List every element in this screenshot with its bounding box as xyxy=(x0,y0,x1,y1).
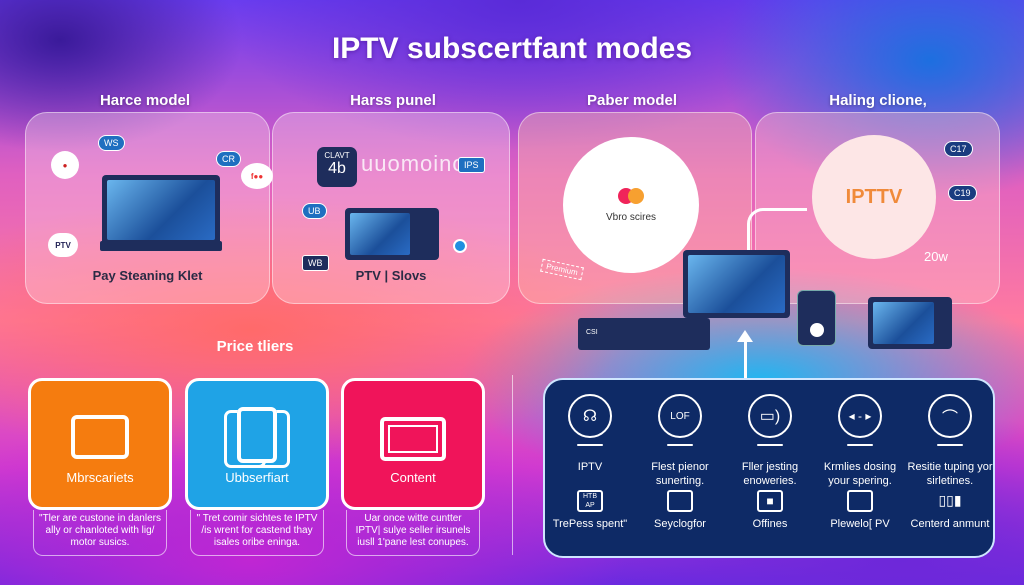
tv-icon xyxy=(683,250,790,318)
panel-heading-3: Paber model xyxy=(586,92,678,109)
badge-number: 4b xyxy=(328,160,346,177)
feature-item: ⌒ Resitie tuping yor sirletines. ▯▯▮ Cen… xyxy=(905,380,995,530)
badge-label: CLAVT xyxy=(324,151,350,160)
feature-title: Fller jesting enoweries. xyxy=(741,461,799,487)
arrows-icon: ◂ - ▸ xyxy=(838,394,882,438)
tag: WB xyxy=(302,255,329,271)
tag: IPS xyxy=(458,157,485,173)
stb-label: CSI xyxy=(586,329,598,336)
document-icon: HTB AP xyxy=(577,490,603,512)
tablet-icon xyxy=(71,415,129,459)
model-panel-1: WS CR ● f●● PTV Pay Steaning Klet xyxy=(25,112,273,304)
tier-card-3[interactable]: Content xyxy=(341,378,485,510)
tag: WS xyxy=(98,135,125,151)
feature-label: Seyclogfor xyxy=(654,518,706,530)
price-tiers-heading: Price tliers xyxy=(216,338,294,355)
circle-text: IPTTV xyxy=(845,185,903,208)
feature-label: Centerd anmunt xyxy=(910,518,990,530)
screen-icon xyxy=(847,490,873,512)
broadcast-icon: ▭) xyxy=(748,394,792,438)
tier-label: Ubbserfiart xyxy=(225,470,289,485)
wordmark: uuomoino xyxy=(361,151,466,176)
tier-description: Uar once witte cuntter IPTV| sulye selle… xyxy=(346,510,480,556)
dashed-label: Premium xyxy=(540,258,584,281)
logo-bubble-icon: ● xyxy=(51,151,79,179)
tag: C17 xyxy=(944,141,973,157)
phone-icon xyxy=(797,290,836,346)
headset-icon: ☊ xyxy=(568,394,612,438)
tier-label: Mbrscariets xyxy=(66,470,134,485)
gamepad-icon: ⌒ xyxy=(928,394,972,438)
feature-label: Plewelo[ PV xyxy=(830,518,890,530)
logo-bubble-icon: f●● xyxy=(241,163,273,189)
tier-description: "Tler are custone in danlers ally or cha… xyxy=(33,510,167,556)
tag: CR xyxy=(216,151,241,167)
brand-dots-icon xyxy=(618,187,644,204)
features-panel: ☊ IPTV HTB AP TrePess spent" LOF Flest p… xyxy=(543,378,995,558)
circle-card: IPTTV xyxy=(812,135,936,259)
feature-title: IPTV xyxy=(577,461,603,473)
divider xyxy=(512,375,513,555)
feature-title: Resitie tuping yor sirletines. xyxy=(907,461,993,487)
page-title: IPTV subscertfant modes xyxy=(331,32,693,65)
monitor-icon xyxy=(380,417,446,461)
panel-heading-4: Haling clione, xyxy=(829,92,927,109)
panel-caption: Pay Steaning Klet xyxy=(92,268,203,283)
circle-text: Vbro scires xyxy=(605,211,656,223)
feature-title: Flest pienor sunerting. xyxy=(651,461,709,487)
connector-line xyxy=(747,208,807,253)
feature-title: Krmlies dosing your spering. xyxy=(823,461,897,487)
refresh-icon xyxy=(453,239,467,253)
feature-item: ☊ IPTV HTB AP TrePess spent" xyxy=(545,380,635,530)
panel-heading-1: Harce model xyxy=(99,92,191,109)
feature-item: LOF Flest pienor sunerting. Seyclogfor xyxy=(635,380,725,530)
tier-description: " Tret comir sichtes te IPTV /is wrent f… xyxy=(190,510,324,556)
refresh-icon: LOF xyxy=(658,394,702,438)
bar-chart-icon: ▯▯▮ xyxy=(938,492,962,508)
tag: UB xyxy=(302,203,327,219)
devices-icon xyxy=(237,407,277,463)
soundbar-icon xyxy=(100,241,222,251)
feature-label: Offines xyxy=(752,518,788,530)
tv-icon xyxy=(868,297,952,349)
set-top-box-icon: CSI xyxy=(578,318,710,350)
feature-item: ▭) Fller jesting enoweries. ■ Offines xyxy=(725,380,815,530)
tv-icon xyxy=(102,175,220,245)
briefcase-icon xyxy=(667,490,693,512)
feature-label: TrePess spent" xyxy=(552,518,628,530)
arrow-head xyxy=(737,330,753,342)
circle-card: Vbro scires xyxy=(563,137,699,273)
logo-bubble: PTV xyxy=(48,233,78,257)
arrow-up-icon xyxy=(744,340,747,378)
tier-card-2[interactable]: Ubbserfiart xyxy=(185,378,329,510)
tier-card-1[interactable]: Mbrscariets xyxy=(28,378,172,510)
model-panel-2: CLAVT 4b uuomoino IPS UB WB PTV | Slovs xyxy=(272,112,510,304)
tag: C19 xyxy=(948,185,977,201)
tv-icon xyxy=(345,208,439,260)
camera-icon: ■ xyxy=(757,490,783,512)
panel-heading-2: Harss punel xyxy=(350,92,436,109)
note-text: 20w xyxy=(924,249,948,264)
feature-item: ◂ - ▸ Krmlies dosing your spering. Plewe… xyxy=(815,380,905,530)
tier-label: Content xyxy=(390,470,436,485)
panel-caption: PTV | Slovs xyxy=(355,268,427,283)
channel-badge: CLAVT 4b xyxy=(317,147,357,187)
